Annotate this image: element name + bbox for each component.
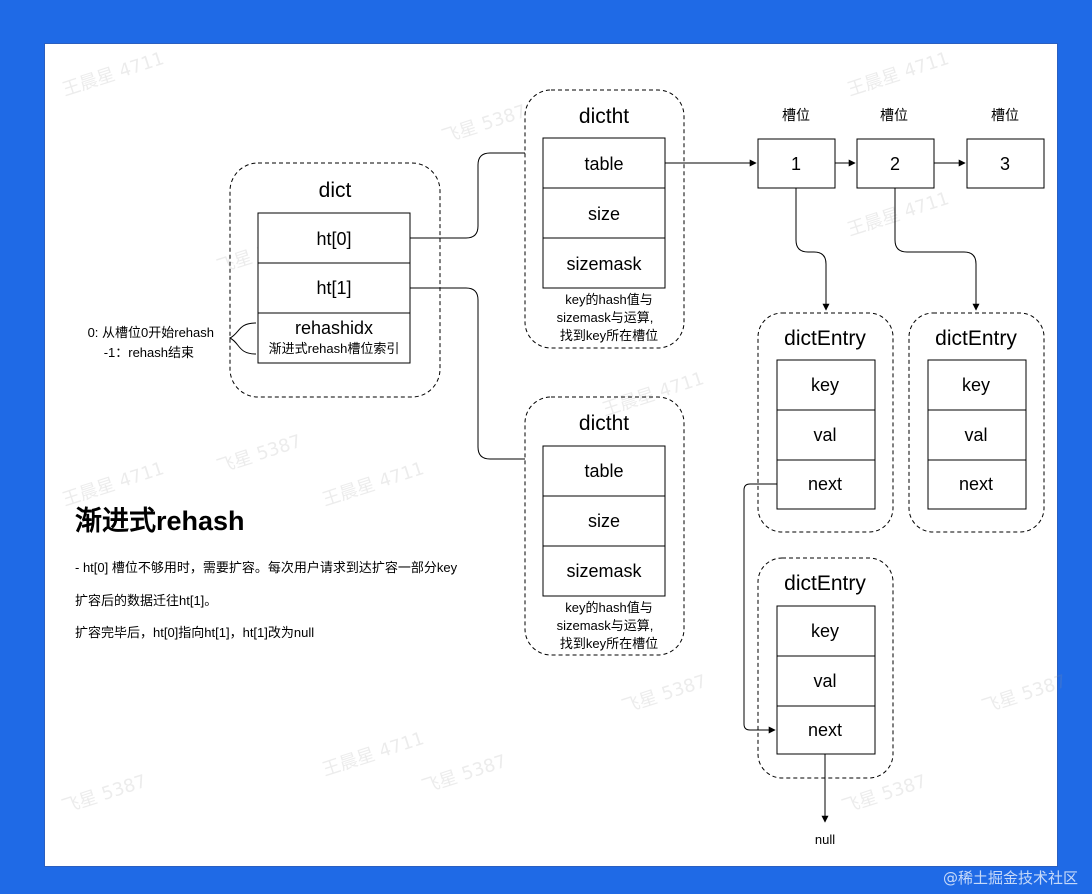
dictht-title: dictht [579,105,629,128]
dict-entry-key: key [811,621,839,641]
paragraph: 扩容后的数据迁往ht[1]。 [75,593,217,608]
dict-entry-next: next [959,474,993,494]
dict-entry-val: val [813,671,836,691]
dictht-note: sizemask与运算, [557,618,654,633]
dict-title: dict [319,179,352,202]
dict-entry-title: dictEntry [935,327,1017,350]
dictht-note: sizemask与运算, [557,310,654,325]
dictht-title: dictht [579,412,629,435]
paragraph: - ht[0] 槽位不够用时，需要扩容。每次用户请求到达扩容一部分key [75,560,458,575]
dictht-note: key的hash值与 [565,600,652,615]
slot-label: 槽位 [991,107,1019,123]
dict-entry-val: val [964,425,987,445]
dict-field-rehashidx-note: 渐进式rehash槽位索引 [269,341,400,356]
slot-label: 槽位 [782,107,810,123]
dictht-note: key的hash值与 [565,292,652,307]
dictht-field-sizemask: sizemask [566,254,642,274]
null-label: null [815,832,835,847]
dict-field-ht1: ht[1] [316,278,351,298]
dict-entry-title: dictEntry [784,327,866,350]
heading: 渐进式rehash [75,506,245,536]
dict-field-rehashidx: rehashidx [295,318,373,338]
dict-entry-val: val [813,425,836,445]
dict-entry-next: next [808,474,842,494]
slot-value: 2 [890,154,900,174]
diagram-canvas [45,44,1057,866]
dictht-field-size: size [588,511,620,531]
slot-label: 槽位 [880,107,908,123]
dictht-field-sizemask: sizemask [566,561,642,581]
slot-value: 3 [1000,154,1010,174]
rehash-note-line1: 0: 从槽位0开始rehash [88,325,214,340]
dictht-field-table: table [584,461,623,481]
dict-entry-title: dictEntry [784,572,866,595]
slot-value: 1 [791,154,801,174]
dictht-note: 找到key所在槽位 [560,636,658,651]
dict-entry-next: next [808,720,842,740]
rehash-note-line2: -1：rehash结束 [104,345,194,360]
dictht-field-size: size [588,204,620,224]
dict-entry-key: key [811,375,839,395]
dict-entry-key: key [962,375,990,395]
dictht-field-table: table [584,154,623,174]
paragraph: 扩容完毕后，ht[0]指向ht[1]，ht[1]改为null [75,625,314,640]
dict-field-ht0: ht[0] [316,229,351,249]
site-watermark: @稀土掘金技术社区 [942,869,1078,887]
dictht-note: 找到key所在槽位 [560,328,658,343]
